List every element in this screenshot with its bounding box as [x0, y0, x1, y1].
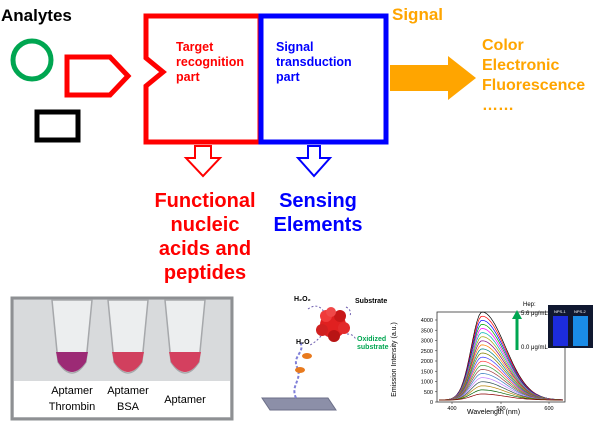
signal-outputs-list: Color Electronic Fluorescence ……: [482, 36, 585, 116]
spectrum-y-tick-label: 4000: [421, 318, 433, 324]
spectrum-curve: [439, 315, 564, 401]
tube-label-strip: [14, 381, 230, 417]
vial-1-label: NPS-1: [554, 309, 566, 314]
tube-2-label: Aptamer BSA: [107, 385, 149, 413]
spectrum-curve: [439, 324, 563, 401]
signal-output-fluorescence: Fluorescence: [482, 77, 586, 94]
spectrum-y-tick-label: 1000: [421, 380, 433, 386]
nanozyme-schematic: [261, 305, 357, 411]
analytes-label: Analytes: [1, 6, 72, 25]
spectrum-x-tick-label: 500: [496, 406, 505, 412]
tube-1: [51, 299, 93, 374]
substrate-plate: [261, 397, 337, 411]
tube-2: [107, 299, 149, 374]
signal-output-more: ……: [482, 97, 514, 114]
dna-bead-2: [302, 353, 312, 359]
tube-1-label: Aptamer Thrombin: [48, 385, 96, 413]
red-pentagon-analyte: [64, 54, 132, 98]
spectrum-y-tick-label: 2500: [421, 349, 433, 355]
vial-2: [573, 316, 588, 346]
h2o-label: H₂O: [296, 339, 310, 346]
substrate-arrow: [345, 306, 351, 317]
spectrum-y-tick-label: 3500: [421, 328, 433, 334]
signal-output-electronic: Electronic: [482, 57, 560, 74]
signal-arrow: [390, 56, 476, 100]
hep-low-label: 0.0 μg/mL: [521, 345, 548, 351]
blue-down-arrow: [295, 145, 333, 178]
spectrum-y-tick-label: 500: [424, 390, 433, 396]
spectrum-y-tick-label: 1500: [421, 369, 433, 375]
spectrum-x-tick-label: 600: [544, 406, 553, 412]
emission-spectrum-chart: 0 500 1000 1500 2000 2500 3000 3500 4000 400 500 60…: [421, 311, 566, 412]
dna-bead-1: [295, 367, 305, 373]
tube-3: [164, 299, 206, 374]
functional-nucleic-acids-text: Functional nucleic acids and peptides: [154, 190, 256, 284]
h2o2-label: H₂O₂: [294, 296, 311, 303]
dna-strand: [293, 341, 303, 399]
hep-high-label: 5.6 μg/mL: [521, 311, 548, 317]
spectrum-curve: [439, 348, 564, 401]
target-recognition-text: Target recognition part: [176, 40, 245, 84]
h2o-arrow: [309, 335, 322, 346]
vial-1: [553, 316, 568, 346]
spectrum-x-axis-label: Wavelength (nm): [467, 409, 521, 416]
spectrum-curve: [439, 393, 563, 401]
vial-2-label: NPS-2: [574, 309, 586, 314]
substrate-label: Substrate: [355, 298, 388, 305]
spectrum-x-tick-label: 400: [447, 406, 456, 412]
sensing-elements-text: Sensing Elements: [273, 190, 363, 236]
green-circle-analyte: [10, 38, 54, 82]
black-rectangle-analyte: [34, 109, 81, 143]
spectrum-y-tick-label: 2000: [421, 359, 433, 365]
signal-transduction-text: Signal transduction part: [276, 40, 352, 84]
signal-output-color: Color: [482, 37, 524, 54]
signal-label: Signal: [392, 5, 444, 24]
oxidized-substrate-label: Oxidized substrate: [357, 336, 389, 351]
spectrum-y-tick-label: 3000: [421, 339, 433, 345]
h2o2-arrow: [307, 305, 325, 313]
spectrum-y-tick-label: 0: [430, 400, 433, 406]
hep-label: Hep:: [523, 302, 536, 308]
tube-3-label: Aptamer: [164, 394, 206, 406]
red-down-arrow: [183, 145, 223, 178]
hep-arrow-head: [512, 310, 522, 319]
spectrum-y-axis-label: Emission Intensity (a.u.): [390, 322, 398, 397]
oxidized-arrow: [346, 333, 357, 341]
signal-transduction-box: [258, 13, 389, 145]
